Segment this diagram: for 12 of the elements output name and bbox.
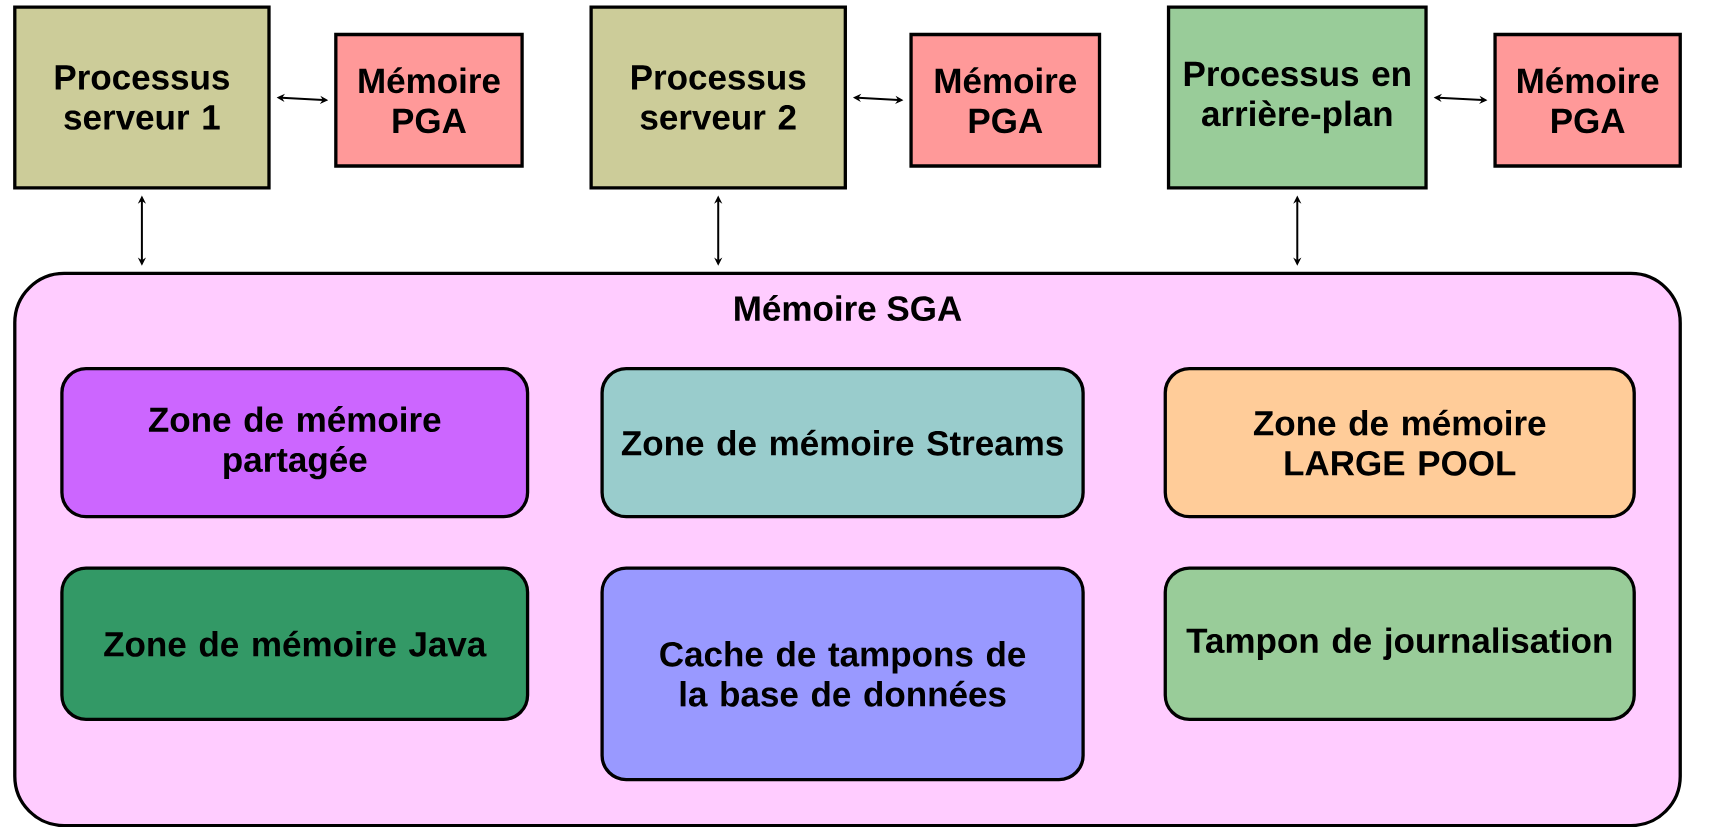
process-box: Processus serveur 1: [13, 5, 271, 190]
pool-box: Zone de mémoire Java: [60, 566, 530, 721]
buffer-box: Tampon de journalisation: [1163, 566, 1636, 721]
memory-box: Mémoire PGA: [334, 32, 524, 168]
pool-box: Zone de mémoire Streams: [600, 367, 1085, 519]
buffer-box: Cache de tampons de la base de données: [600, 566, 1085, 782]
memory-box: Mémoire PGA: [909, 32, 1102, 168]
pool-box: Zone de mémoire partagée: [60, 367, 530, 519]
pool-box: Zone de mémoire LARGE POOL: [1163, 367, 1636, 519]
process-box: Processus serveur 2: [589, 5, 847, 190]
process-box: Processus en arrière-plan: [1166, 5, 1428, 190]
memory-box: Mémoire PGA: [1493, 32, 1682, 168]
